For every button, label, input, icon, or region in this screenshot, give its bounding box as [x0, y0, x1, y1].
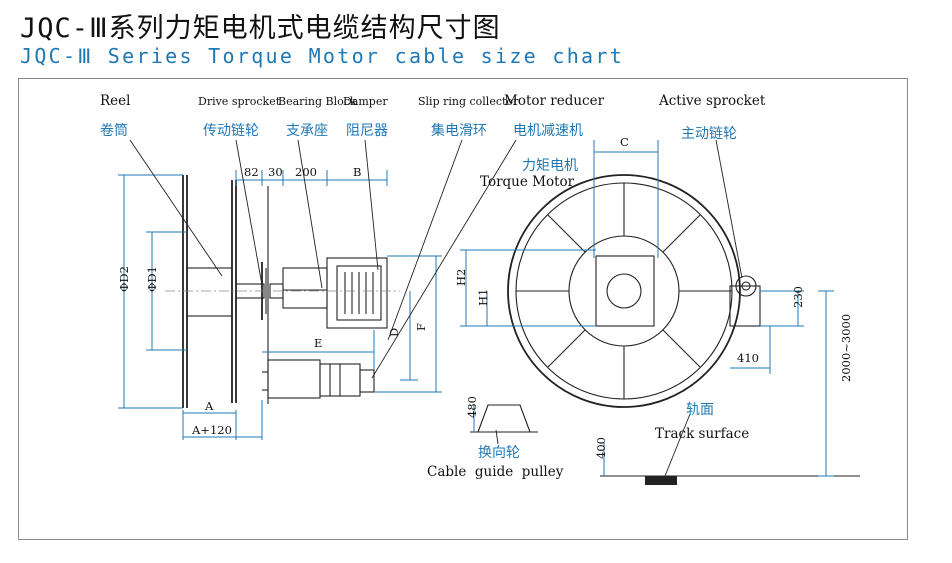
- label-torque-motor-en: Torque Motor: [480, 174, 575, 190]
- dim-d2: ΦD2: [117, 266, 131, 292]
- label-slip-ring-cn: 集电滑环: [431, 122, 487, 139]
- dim-480: 480: [465, 396, 479, 418]
- dimension-labels: 82 30 200 B C E F D A A+120 ΦD2 ΦD1 H1 H…: [117, 135, 853, 459]
- dim-400: 400: [594, 437, 608, 459]
- dim-d1: ΦD1: [145, 266, 159, 292]
- dim-82: 82: [244, 165, 259, 179]
- label-cable-guide-pulley-en: Cable guide pulley: [427, 464, 564, 480]
- label-track-surface-en: Track surface: [655, 426, 749, 442]
- label-bearing-block-cn: 支承座: [286, 123, 328, 139]
- dim-c: C: [620, 135, 629, 149]
- right-dimensions: [460, 140, 834, 477]
- dim-d: D: [387, 328, 401, 337]
- label-torque-motor-cn: 力矩电机: [522, 158, 578, 174]
- label-drive-sprocket-en: Drive sprocket: [198, 95, 281, 108]
- label-drive-sprocket-cn: 传动链轮: [203, 123, 259, 139]
- label-damper-cn: 阻尼器: [346, 123, 388, 139]
- page-title: JQC-Ⅲ系列力矩电机式电缆结构尺寸图: [20, 13, 501, 44]
- reel-side-view: [165, 175, 400, 408]
- part-labels: Reel 卷筒 Drive sprocket 传动链轮 Bearing Bloc…: [100, 93, 766, 480]
- dim-200: 200: [295, 165, 317, 179]
- label-active-sprocket-cn: 主动链轮: [681, 126, 737, 142]
- page-subtitle: JQC-Ⅲ Series Torque Motor cable size cha…: [20, 44, 625, 68]
- dim-a: A: [204, 399, 214, 413]
- label-track-surface-cn: 轨面: [686, 402, 714, 418]
- dim-410: 410: [737, 351, 759, 365]
- drawing-frame: [18, 78, 908, 540]
- label-cable-guide-pulley-cn: 换向轮: [478, 444, 520, 461]
- leader-lines: [129, 139, 743, 477]
- dim-2000-3000: 2000~3000: [839, 314, 853, 382]
- label-reel-en: Reel: [100, 93, 130, 109]
- left-dimensions: [118, 170, 442, 440]
- dim-h2: H2: [454, 269, 468, 286]
- dim-a120: A+120: [191, 423, 232, 437]
- label-reel-cn: 卷筒: [100, 122, 128, 139]
- label-motor-reducer-en: Motor reducer: [504, 93, 605, 109]
- dim-f: F: [414, 323, 428, 331]
- label-slip-ring-en: Slip ring collector: [418, 95, 519, 108]
- reel-front-view: [470, 174, 860, 485]
- dim-b: B: [353, 165, 361, 179]
- label-motor-reducer-cn: 电机减速机: [513, 123, 583, 139]
- dim-e: E: [314, 336, 322, 350]
- label-bearing-block-en: Bearing Block: [278, 95, 357, 108]
- label-active-sprocket-en: Active sprocket: [658, 93, 766, 109]
- label-damper-en: Damper: [343, 95, 388, 108]
- dim-30: 30: [268, 165, 283, 179]
- dim-h1: H1: [476, 289, 490, 306]
- dim-230: 230: [791, 286, 805, 308]
